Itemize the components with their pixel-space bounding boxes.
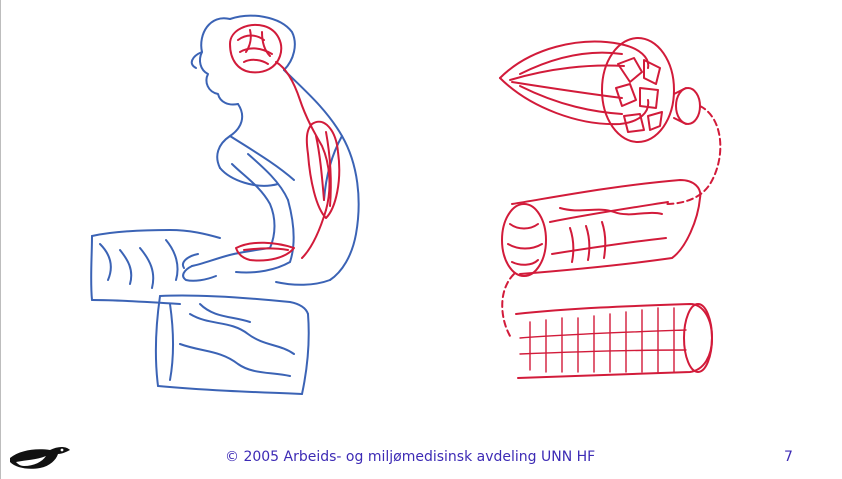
page-number: 7 [784,449,793,465]
muscle-structure-illustration [490,8,730,398]
penguin-logo-icon [6,438,76,472]
slide-footer: © 2005 Arbeids- og miljømedisinsk avdeli… [0,432,842,479]
slide-border [0,0,1,479]
copyright-text: © 2005 Arbeids- og miljømedisinsk avdeli… [225,449,595,465]
worker-at-desk-illustration [80,4,380,404]
